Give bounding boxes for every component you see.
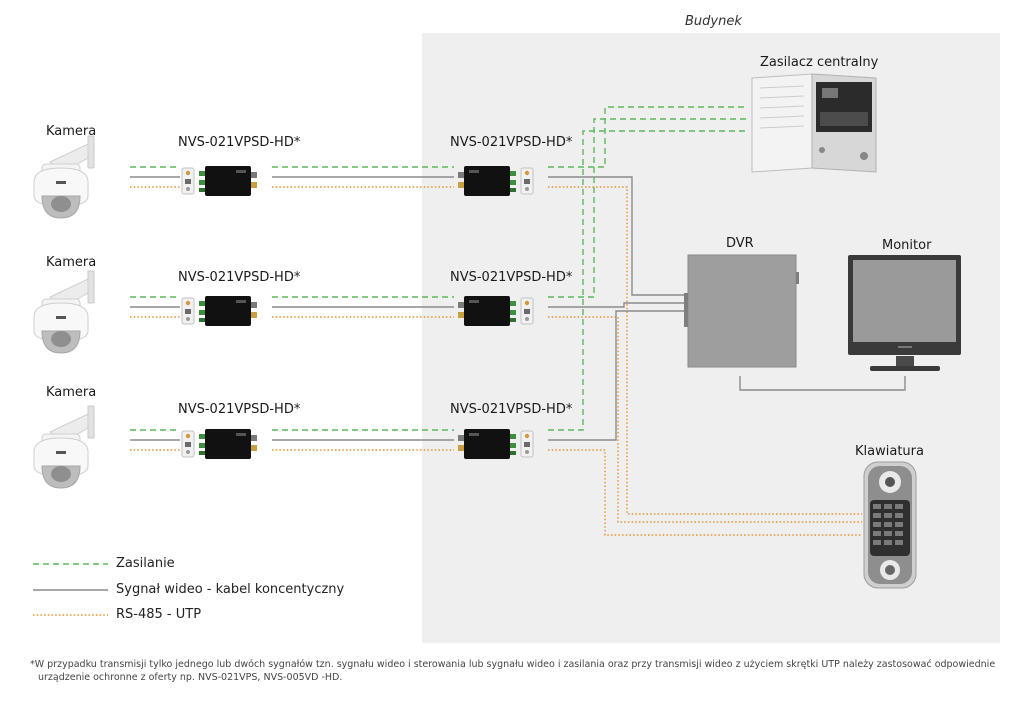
legend-video-label: Sygnał wideo - kabel koncentyczny xyxy=(116,582,345,597)
converter-right-2-icon xyxy=(457,295,534,327)
cable-power-psu-3 xyxy=(548,130,748,431)
cable-power-psu-2 xyxy=(548,118,748,298)
dvr-icon xyxy=(684,254,799,368)
cable-video-dvr-2 xyxy=(548,302,684,308)
cable-rs485-kbd-3 xyxy=(548,449,862,536)
power-supply-label: Zasilacz centralny xyxy=(760,55,879,70)
converter-left-1-label: NVS-021VPSD-HD* xyxy=(178,135,301,150)
keyboard-icon xyxy=(863,461,917,589)
converter-right-1-icon xyxy=(457,165,534,197)
converter-right-3-icon xyxy=(457,428,534,460)
dvr-monitor-cable xyxy=(739,376,906,391)
cable-video-dvr-1 xyxy=(548,176,684,296)
converter-right-1-label: NVS-021VPSD-HD* xyxy=(450,135,573,150)
legend-rs485-label: RS-485 - UTP xyxy=(116,607,202,622)
building-label: Budynek xyxy=(685,14,742,29)
cable-power-psu-1 xyxy=(548,106,748,168)
monitor-icon xyxy=(848,255,961,371)
keyboard-label: Klawiatura xyxy=(855,444,924,459)
cable-video-dvr-3 xyxy=(548,310,684,441)
converter-right-3-label: NVS-021VPSD-HD* xyxy=(450,402,573,417)
footnote: *W przypadku transmisji tylko jednego lu… xyxy=(30,658,1000,684)
converter-left-1-icon xyxy=(181,165,258,197)
camera-2-icon xyxy=(33,270,95,354)
camera-3-label: Kamera xyxy=(46,385,97,400)
camera-2-label: Kamera xyxy=(46,255,97,270)
camera-1-label: Kamera xyxy=(46,124,97,139)
camera-3-icon xyxy=(33,405,95,489)
power-supply-icon xyxy=(751,73,877,173)
converter-left-2-label: NVS-021VPSD-HD* xyxy=(178,270,301,285)
legend-power-label: Zasilanie xyxy=(116,556,175,571)
cable-rs485-kbd-2 xyxy=(548,316,862,523)
wiring-layer xyxy=(130,106,862,536)
dvr-label: DVR xyxy=(726,236,754,251)
converter-right-2-label: NVS-021VPSD-HD* xyxy=(450,270,573,285)
converter-left-3-label: NVS-021VPSD-HD* xyxy=(178,402,301,417)
converter-left-3-icon xyxy=(181,428,258,460)
converter-left-2-icon xyxy=(181,295,258,327)
monitor-label: Monitor xyxy=(882,238,932,253)
footnote-line-1: *W przypadku transmisji tylko jednego lu… xyxy=(30,659,996,670)
camera-1-icon xyxy=(33,135,95,219)
footnote-line-2: urządzenie ochronne z oferty np. NVS-021… xyxy=(38,672,343,683)
